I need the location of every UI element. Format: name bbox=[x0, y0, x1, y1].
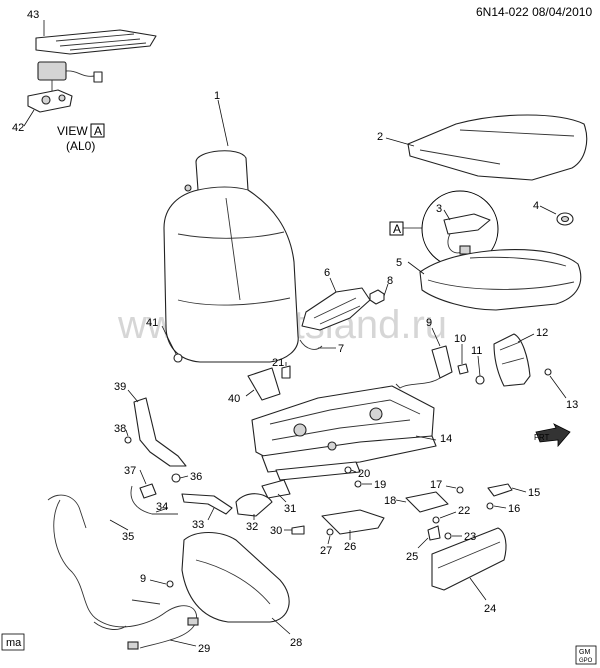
part-30-bolt bbox=[291, 525, 305, 535]
callout-10: 10 bbox=[454, 333, 466, 345]
part-37-washer bbox=[139, 483, 157, 499]
callout-20: 20 bbox=[358, 468, 370, 480]
part-43-seat-sensor-mat bbox=[35, 29, 157, 55]
part-1-seat-back bbox=[163, 150, 299, 363]
part-31-cover bbox=[261, 479, 291, 499]
callout-18: 18 bbox=[384, 495, 396, 507]
callout-29: 29 bbox=[198, 643, 210, 655]
part-33-lever bbox=[181, 493, 233, 515]
callout-7: 7 bbox=[338, 343, 344, 355]
callout-3: 3 bbox=[436, 203, 442, 215]
callout-22: 22 bbox=[458, 505, 470, 517]
callout-2: 2 bbox=[377, 131, 383, 143]
view-variant: (AL0) bbox=[66, 139, 95, 153]
callout-13: 13 bbox=[566, 399, 578, 411]
callout-36: 36 bbox=[190, 471, 202, 483]
part-41-bolt bbox=[173, 353, 183, 363]
part-13-fastener bbox=[544, 368, 552, 376]
front-arrow-label: FRT bbox=[534, 433, 550, 442]
callout-9-lower: 9 bbox=[140, 573, 146, 585]
part-27-bolt bbox=[326, 528, 334, 536]
callout-15: 15 bbox=[528, 487, 540, 499]
part-39-seat-belt-anchor bbox=[133, 397, 187, 467]
part-29-wiring-harness bbox=[53, 499, 198, 649]
callout-39: 39 bbox=[114, 381, 126, 393]
part-8-nut bbox=[369, 289, 385, 305]
callout-35: 35 bbox=[122, 531, 134, 543]
callout-34: 34 bbox=[156, 501, 168, 513]
callout-31: 31 bbox=[284, 503, 296, 515]
front-direction-arrow bbox=[535, 423, 571, 448]
part-23-screw bbox=[444, 532, 452, 540]
callout-24: 24 bbox=[484, 603, 496, 615]
part-24-side-trim bbox=[431, 527, 507, 591]
callout-41: 41 bbox=[146, 317, 158, 329]
part-18-trim-cover bbox=[405, 491, 449, 513]
callout-17: 17 bbox=[430, 479, 442, 491]
part-20-nut bbox=[344, 466, 352, 474]
part-43-sensor-module bbox=[37, 61, 67, 81]
callout-42: 42 bbox=[12, 122, 24, 134]
callout-6: 6 bbox=[324, 267, 330, 279]
callout-25: 25 bbox=[406, 551, 418, 563]
part-14-seat-frame bbox=[251, 385, 437, 481]
part-3-occupant-sensor bbox=[443, 213, 491, 235]
gm-gpo-logo: GM GPO bbox=[575, 645, 597, 665]
part-17-screw bbox=[456, 486, 464, 494]
part-2-seat-cushion-pad bbox=[407, 114, 588, 181]
callout-8: 8 bbox=[387, 275, 393, 287]
svg-text:GM: GM bbox=[579, 649, 590, 656]
view-a-group: VIEW A (AL0) bbox=[23, 20, 157, 153]
callout-26: 26 bbox=[344, 541, 356, 553]
callout-16: 16 bbox=[508, 503, 520, 515]
svg-text:GPO: GPO bbox=[579, 658, 593, 664]
callout-4: 4 bbox=[533, 200, 539, 212]
view-letter: A bbox=[94, 124, 102, 138]
part-16-screw bbox=[486, 502, 494, 510]
callout-23: 23 bbox=[464, 531, 476, 543]
part-34-cable bbox=[130, 485, 178, 515]
callout-5: 5 bbox=[396, 257, 402, 269]
part-6-recliner-bracket bbox=[301, 287, 371, 331]
part-10-bolt bbox=[457, 363, 469, 375]
part-35-cable-assembly bbox=[47, 494, 87, 529]
part-38-screw bbox=[124, 436, 132, 444]
callout-40: 40 bbox=[228, 393, 240, 405]
part-25-clip bbox=[427, 525, 441, 541]
callout-1: 1 bbox=[214, 90, 220, 102]
callout-9: 9 bbox=[426, 317, 432, 329]
part-12-side-panel bbox=[493, 333, 531, 387]
callout-33: 33 bbox=[192, 519, 204, 531]
part-21-bolt bbox=[281, 365, 291, 379]
callout-43: 43 bbox=[27, 9, 39, 21]
callout-32: 32 bbox=[246, 521, 258, 533]
part-11-nut bbox=[475, 375, 485, 385]
callout-14: 14 bbox=[440, 433, 452, 445]
part-15-lever bbox=[487, 483, 513, 497]
callout-27: 27 bbox=[320, 545, 332, 557]
corner-tag: ma bbox=[6, 637, 22, 649]
callout-19: 19 bbox=[374, 479, 386, 491]
callout-21: 21 bbox=[272, 357, 284, 369]
callout-28: 28 bbox=[290, 637, 302, 649]
part-26-bracket bbox=[321, 509, 385, 535]
callout-30: 30 bbox=[270, 525, 282, 537]
callout-12: 12 bbox=[536, 327, 548, 339]
part-9-seat-belt-buckle bbox=[431, 345, 453, 379]
callout-letter-a: A bbox=[393, 222, 401, 236]
callout-11: 11 bbox=[471, 345, 482, 357]
part-19-bolt bbox=[354, 480, 362, 488]
callout-38: 38 bbox=[114, 423, 126, 435]
diagram-code: 6N14-022 08/04/2010 bbox=[476, 5, 592, 19]
part-22-screw bbox=[432, 516, 440, 524]
part-5-seat-cushion bbox=[419, 249, 582, 311]
part-40-recliner-cover bbox=[247, 367, 281, 401]
view-label: VIEW bbox=[57, 124, 88, 138]
corner-tag-box bbox=[1, 633, 25, 651]
part-28-side-bolster bbox=[181, 531, 290, 623]
part-36-screw bbox=[171, 473, 181, 483]
callout-37: 37 bbox=[124, 465, 136, 477]
part-32-finisher bbox=[235, 493, 273, 517]
